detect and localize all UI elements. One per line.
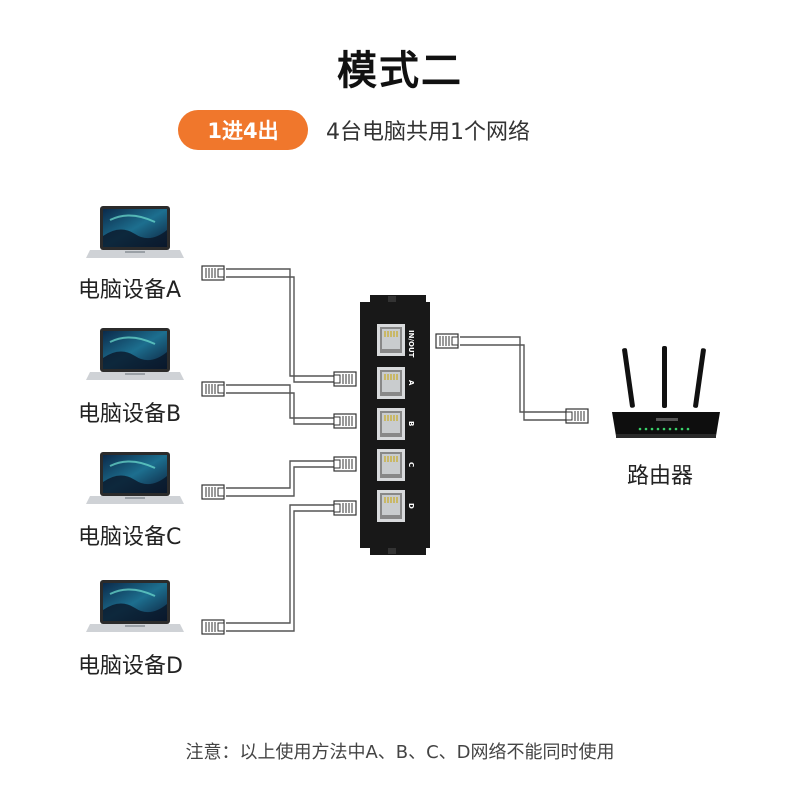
device-label-c: 电脑设备C	[78, 525, 182, 550]
inout-plug-icon	[435, 333, 459, 349]
router-plug-icon	[565, 408, 589, 424]
port-label-inout: IN/OUT	[407, 330, 415, 358]
device-label-d: 电脑设备D	[78, 654, 183, 679]
usage-note: 注意：以上使用方法中A、B、C、D网络不能同时使用	[185, 742, 615, 763]
device-label-b: 电脑设备B	[78, 402, 182, 427]
cable-plug-icon-c	[201, 484, 225, 500]
switch-plug-icon-c	[333, 456, 357, 472]
laptop-icon-d	[85, 579, 185, 633]
mode-badge: 1进4出	[178, 110, 308, 150]
router-label: 路由器	[627, 464, 694, 489]
switch-plug-icon-b	[333, 413, 357, 429]
device-label-a: 电脑设备A	[78, 278, 182, 303]
network-switch-icon	[360, 295, 430, 555]
port-label-d: D	[407, 503, 415, 509]
laptop-icon-c	[85, 451, 185, 505]
port-label-a: A	[407, 380, 415, 386]
port-label-b: B	[407, 421, 415, 426]
cable-plug-icon-d	[201, 619, 225, 635]
cable-plug-icon-b	[201, 381, 225, 397]
port-label-c: C	[407, 462, 415, 467]
laptop-icon-a	[85, 205, 185, 259]
cable-plug-icon-a	[201, 265, 225, 281]
router-icon	[612, 346, 720, 438]
subtitle: 4台电脑共用1个网络	[326, 120, 530, 145]
switch-plug-icon-d	[333, 500, 357, 516]
switch-plug-icon-a	[333, 371, 357, 387]
laptop-icon-b	[85, 327, 185, 381]
page-title: 模式二	[337, 48, 463, 94]
cable-lines	[226, 268, 566, 632]
